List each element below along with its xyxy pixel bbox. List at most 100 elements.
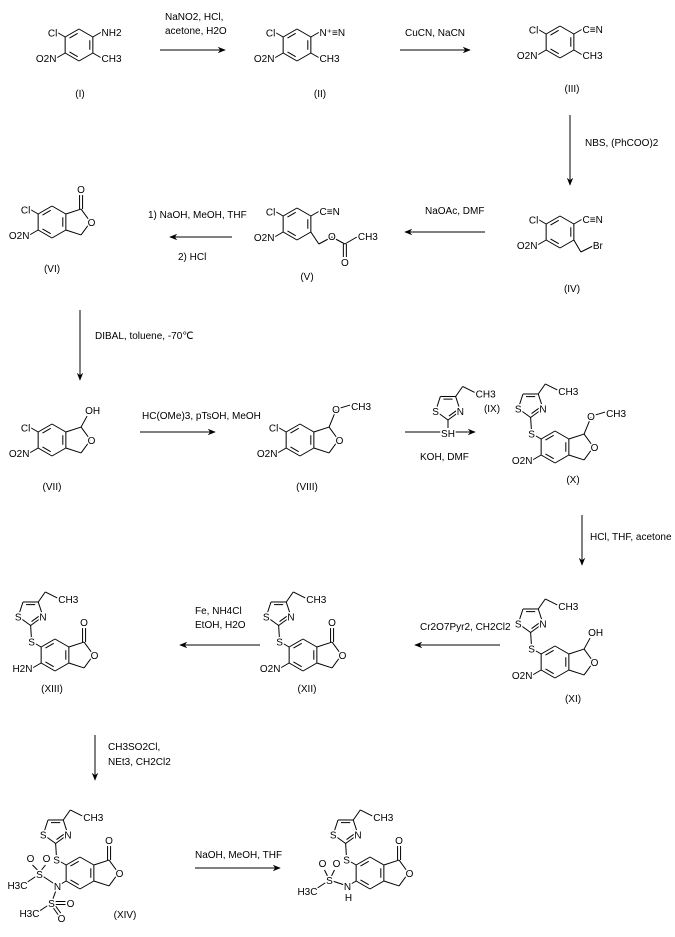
methyl-label: CH3 <box>583 51 603 62</box>
bond <box>274 231 284 238</box>
ring-bond <box>37 423 53 433</box>
ring-bond <box>554 669 570 679</box>
substituent-label: C≡N <box>583 215 603 226</box>
ring-bond <box>79 880 95 890</box>
bond <box>317 879 330 889</box>
bond <box>83 641 94 656</box>
ring-bond <box>554 430 570 440</box>
thiazole-nitrogen-label: N <box>287 613 294 624</box>
ring-bond <box>299 423 315 433</box>
thiazole-bond <box>352 819 359 835</box>
ring-bond <box>369 856 385 866</box>
ring-bond <box>282 231 298 241</box>
double-bond <box>360 860 369 867</box>
double-bond <box>531 407 540 414</box>
nitro-label: O2N <box>512 456 533 467</box>
bond <box>331 869 335 877</box>
thiazole-bond <box>447 410 461 421</box>
reagent-text: NEt3, CH2Cl2 <box>108 757 171 768</box>
ring-bond <box>299 447 315 457</box>
double-bond <box>290 446 299 453</box>
bond <box>573 239 582 253</box>
bond <box>80 208 91 223</box>
double-bond <box>550 48 559 55</box>
bond <box>538 29 547 35</box>
bond <box>62 809 71 821</box>
bond <box>568 648 585 655</box>
thioether-sulfur-label: S <box>53 856 60 867</box>
sulfonamide-nitrogen-label: N <box>54 882 61 893</box>
ring-bond <box>54 662 70 672</box>
bond <box>275 32 284 38</box>
sulfonyl-oxygen-label: O <box>333 859 341 870</box>
methyl-label: H3C <box>297 887 317 898</box>
bond <box>92 31 102 38</box>
thiazole-bond <box>517 608 524 624</box>
bond <box>29 447 39 454</box>
bond <box>568 454 585 461</box>
nitro-label: O2N <box>254 54 275 65</box>
bond <box>56 859 67 866</box>
ring-bond <box>285 423 301 433</box>
ring-bond <box>79 856 95 866</box>
bonds-layer <box>17 25 606 916</box>
bond <box>65 447 82 454</box>
bond <box>537 239 547 246</box>
thiazole-nitrogen-label: N <box>39 613 46 624</box>
ring-bond <box>51 205 67 215</box>
ring-bond <box>40 662 56 672</box>
methyl-label: H3C <box>7 881 27 892</box>
bond <box>80 221 91 236</box>
double-bond <box>70 860 79 867</box>
ethyl-methyl-label: CH3 <box>558 602 578 613</box>
bond <box>278 427 287 433</box>
bond <box>568 669 585 676</box>
ring-bond <box>540 430 556 440</box>
bond <box>313 447 330 454</box>
chloro-label: Cl <box>21 206 30 217</box>
methyl-label: H3C <box>19 909 39 920</box>
carbonyl-oxygen-label: O <box>395 836 403 847</box>
ring-bond <box>369 880 385 890</box>
thiazole-nitrogen-label: N <box>457 407 464 418</box>
double-bond <box>45 661 54 668</box>
bond <box>45 591 58 599</box>
thiazole-sulfur-label: S <box>515 620 522 631</box>
thiazole-nitrogen-label: N <box>64 831 71 842</box>
thiazole-sulfur-label: S <box>515 405 522 416</box>
bond <box>310 210 320 217</box>
ethyl-methyl-label: CH3 <box>476 389 496 400</box>
chloro-label: Cl <box>48 29 57 40</box>
bond <box>313 426 330 433</box>
bond <box>285 591 294 603</box>
bond <box>583 433 594 448</box>
ring-bond <box>78 28 94 38</box>
reagent-text: KOH, DMF <box>420 452 469 463</box>
thiazole-bond <box>537 393 544 409</box>
double-bond <box>287 51 296 58</box>
bond <box>568 433 585 440</box>
nitro-label: O2N <box>517 51 538 62</box>
bond <box>37 591 46 603</box>
ring-bond <box>540 645 556 655</box>
thiazole-bond <box>285 601 292 617</box>
chloro-label: Cl <box>21 424 30 435</box>
bond <box>278 625 281 642</box>
bond <box>27 873 40 883</box>
compound-label: (II) <box>314 89 326 100</box>
nitro-label: O2N <box>9 449 30 460</box>
ring-bond <box>559 239 575 249</box>
bond <box>39 902 52 912</box>
ring-bond <box>282 207 298 217</box>
thiazole-bond <box>530 408 544 418</box>
bond <box>41 864 46 871</box>
ring-bond <box>288 662 304 672</box>
ethyl-methyl-label: CH3 <box>83 813 103 824</box>
bond <box>80 415 88 428</box>
thiazole-bond <box>42 819 49 835</box>
reagent-text: acetone, H2O <box>165 26 227 37</box>
ring-oxygen-label: O <box>406 869 414 880</box>
thiazole-bond <box>435 410 449 421</box>
ring-bond <box>296 52 312 62</box>
double-bond <box>42 228 51 235</box>
